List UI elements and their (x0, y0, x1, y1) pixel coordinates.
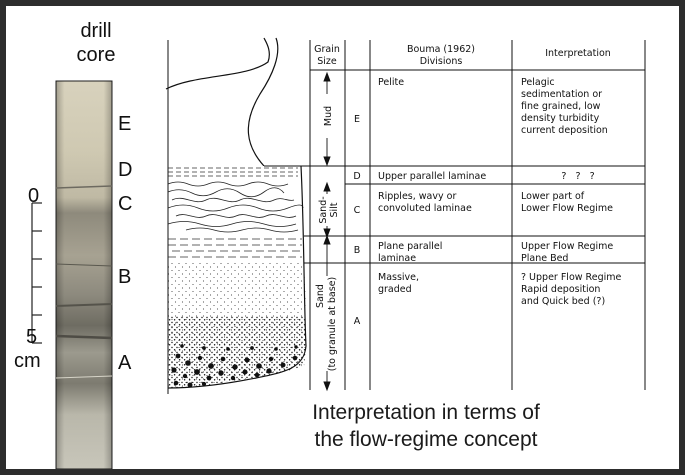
table-grid (167, 40, 646, 390)
caption-line1: Interpretation in terms of (312, 401, 540, 424)
interpretation-a-line3: and Quick bed (?) (521, 296, 605, 307)
interpretation-e-line4: density turbidity (521, 113, 600, 124)
interpretation-e-line3: fine grained, low (521, 101, 601, 112)
drill-core-image (55, 80, 113, 469)
scale-unit: cm (14, 350, 41, 372)
core-division-b: B (118, 266, 131, 288)
interpretation-a-line2: Rapid deposition (521, 284, 600, 295)
grain-label-to-granule: (to granule at base) (327, 277, 338, 372)
core-division-a: A (118, 352, 132, 374)
core-title-line1: drill (80, 20, 111, 42)
interpretation-e-line1: Pelagic (521, 77, 555, 88)
header-grain-line2: Size (317, 56, 337, 67)
description-c-line1: Ripples, wavy or (378, 191, 456, 202)
interpretation-e-line5: current deposition (521, 125, 608, 136)
description-c-line2: convoluted laminae (378, 203, 472, 214)
description-b-line1: Plane parallel (378, 241, 442, 252)
division-letter-b: B (354, 245, 361, 256)
description-d: Upper parallel laminae (378, 171, 486, 182)
division-letter-a: A (354, 316, 361, 327)
grain-label-sand-silt-line2: Silt (329, 202, 340, 217)
core-title-line2: core (77, 44, 116, 66)
division-letter-d: D (353, 171, 360, 182)
division-letter-c: C (354, 205, 361, 216)
interpretation-d: ? ? ? (561, 171, 594, 182)
interpretation-b-line1: Upper Flow Regime (521, 241, 613, 252)
description-e: Pelite (378, 77, 404, 88)
interpretation-e-line2: sedimentation or (521, 89, 602, 100)
description-b-line2: laminae (378, 253, 416, 264)
header-grain-line1: Grain (314, 44, 340, 55)
description-a-line2: graded (378, 284, 412, 295)
grain-label-mud: Mud (323, 106, 334, 126)
scale-five: 5 (26, 326, 37, 348)
grain-label-sand: Sand (315, 284, 326, 308)
grain-size-column: Mud Sand- Silt Sand (to granule at base) (315, 71, 340, 392)
scale-bar (31, 202, 42, 344)
scale-zero: 0 (28, 185, 39, 207)
bouma-sequence-figure: drill core E D C B A 0 5 cm (14, 20, 646, 469)
core-division-e: E (118, 113, 131, 135)
grain-label-sand-silt-line1: Sand- (318, 196, 329, 223)
sediment-column-drawing (165, 37, 307, 394)
division-letter-e: E (354, 114, 360, 125)
interpretation-b-line2: Plane Bed (521, 253, 568, 264)
interpretation-c-line2: Lower Flow Regime (521, 203, 613, 214)
core-division-d: D (118, 159, 132, 181)
caption-line2: the flow-regime concept (315, 428, 538, 451)
interpretation-a-line1: ? Upper Flow Regime (521, 272, 621, 283)
core-division-c: C (118, 193, 132, 215)
header-divisions-line2: Divisions (420, 56, 463, 67)
header-divisions-line1: Bouma (1962) (407, 44, 475, 55)
description-a-line1: Massive, (378, 272, 419, 283)
header-interpretation: Interpretation (545, 48, 611, 59)
interpretation-c-line1: Lower part of (521, 191, 585, 202)
